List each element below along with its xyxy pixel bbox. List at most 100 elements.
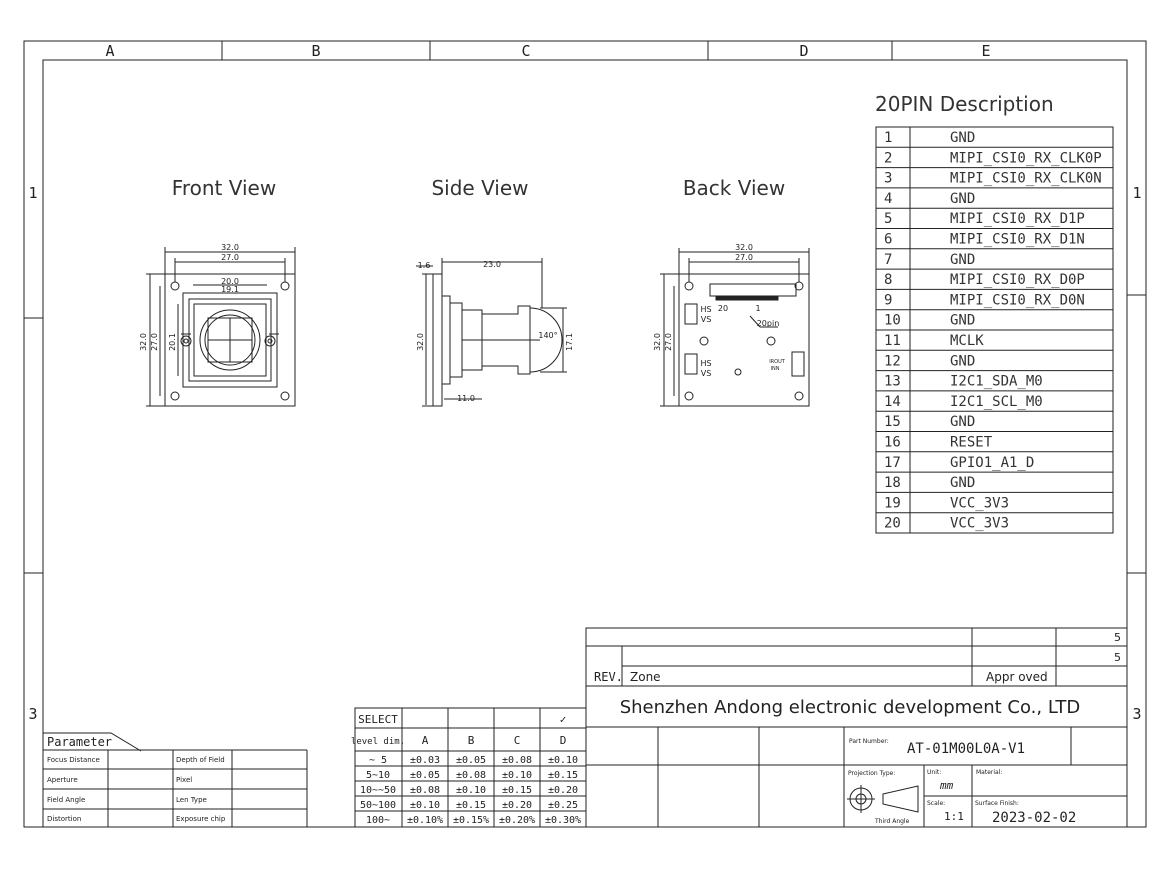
col-label-b: B [311, 42, 320, 60]
row-label-left-1: 1 [28, 184, 37, 202]
parameter-table [43, 732, 308, 827]
pin-number: 15 [884, 414, 901, 430]
side-view-drawing [416, 258, 567, 407]
surface-finish-label: Surface Finish: [975, 800, 1019, 807]
param-len-type: Len Type [176, 796, 207, 804]
pin-number: 14 [884, 394, 901, 410]
back-hs-label-2: HS [700, 359, 711, 368]
pin-number: 7 [884, 252, 892, 268]
tolerance-cell: ±0.20 [548, 785, 578, 796]
pin-number: 5 [884, 211, 892, 227]
pin-number: 2 [884, 150, 892, 166]
param-aperture: Aperture [47, 776, 78, 784]
back-dim-width-27: 27.0 [735, 253, 753, 262]
col-label-d: D [799, 42, 808, 60]
tolerance-cell: ±0.10 [410, 800, 440, 811]
front-dim-width-19: 19.1 [221, 285, 239, 294]
param-focus-distance: Focus Distance [47, 756, 100, 764]
tolerance-cell: ±0.20% [499, 815, 535, 826]
pin-number: 10 [884, 313, 901, 329]
back-pin-20-label: 20 [718, 304, 728, 313]
side-dim-11: 11.0 [457, 394, 475, 403]
tolerance-cell: 50~100 [360, 800, 396, 811]
row-label-left-3: 3 [28, 705, 37, 723]
tolerance-cell: 100~ [366, 815, 390, 826]
pin-name: MIPI_CSI0_RX_CLK0N [950, 171, 1102, 187]
pin-table-title: 20PIN Description [875, 92, 1054, 116]
pin-number: 6 [884, 232, 892, 248]
pin-name: I2C1_SDA_M0 [950, 374, 1043, 390]
pin-name: VCC_3V3 [950, 495, 1009, 511]
tolerance-cell: ±0.15 [548, 770, 578, 781]
pin-name: MIPI_CSI0_RX_D0P [950, 272, 1085, 288]
back-dim-width-32: 32.0 [735, 243, 753, 252]
title-block [585, 627, 1128, 828]
tolerance-check-mark: ✓ [560, 713, 567, 726]
company-name: Shenzhen Andong electronic development C… [620, 697, 1081, 718]
tolerance-cell: ±0.08 [502, 755, 532, 766]
back-vs-label-2: VS [701, 369, 712, 378]
pin-name: GND [950, 191, 975, 207]
col-label-a: A [105, 42, 114, 60]
tolerance-cell: ±0.10% [407, 815, 443, 826]
pin-number: 11 [884, 333, 901, 349]
rev-label: REV. [594, 670, 623, 684]
drawing-date: 2023-02-02 [992, 810, 1076, 826]
pin-name: GND [950, 475, 975, 491]
side-dim-32: 32.0 [416, 333, 425, 351]
tolerance-cell: ±0.20 [502, 800, 532, 811]
pin-number: 16 [884, 435, 901, 451]
front-dim-height-27: 27.0 [150, 333, 159, 351]
pin-number: 18 [884, 475, 901, 491]
tolerance-cell: ±0.03 [410, 755, 440, 766]
pin-name: GND [950, 414, 975, 430]
row-label-right-1: 1 [1132, 184, 1141, 202]
pin-number: 9 [884, 292, 892, 308]
side-dim-angle: 140° [538, 331, 557, 340]
tolerance-cell: ±0.15 [502, 785, 532, 796]
tolerance-cell: ±0.08 [456, 770, 486, 781]
back-view-title: Back View [683, 176, 785, 200]
pin-name: MIPI_CSI0_RX_CLK0P [950, 150, 1102, 166]
parameter-title: Parameter [47, 735, 112, 749]
part-number-label: Part Number: [849, 738, 889, 745]
back-20pin-label: 20pin [757, 319, 780, 328]
tolerance-column-header: level dim. [351, 737, 405, 747]
param-pixel: Pixel [176, 776, 192, 784]
pin-number: 17 [884, 455, 901, 471]
pin-number: 12 [884, 353, 901, 369]
rev-number-1: 5 [1114, 631, 1121, 644]
scale-value: 1:1 [944, 810, 964, 823]
back-irout-label: IROUT [769, 359, 786, 365]
tolerance-column-header: D [560, 734, 567, 747]
tolerance-cell: ±0.15 [456, 800, 486, 811]
front-dim-height-20: 20.1 [168, 333, 177, 351]
param-field-angle: Field Angle [47, 796, 85, 804]
row-label-right-3: 3 [1132, 705, 1141, 723]
part-number-value: AT-01M00L0A-V1 [907, 741, 1025, 757]
front-dim-height-32: 32.0 [139, 333, 148, 351]
pin-number: 3 [884, 171, 892, 187]
pin-name: VCC_3V3 [950, 516, 1009, 532]
scale-label: Scale: [927, 800, 945, 807]
unit-label: Unit: [927, 769, 941, 776]
pin-name: MIPI_CSI0_RX_D1N [950, 232, 1085, 248]
pin-name: GND [950, 130, 975, 146]
tolerance-cell: ±0.15% [453, 815, 489, 826]
tolerance-cell: ±0.08 [410, 785, 440, 796]
side-dim-23: 23.0 [483, 260, 501, 269]
col-label-c: C [521, 42, 530, 60]
pin-name: MIPI_CSI0_RX_D1P [950, 211, 1085, 227]
tolerance-cell: ±0.25 [548, 800, 578, 811]
tolerance-cell: ±0.10 [456, 785, 486, 796]
front-view-title: Front View [172, 176, 276, 200]
side-dim-1-6: 1.6 [418, 261, 431, 270]
front-dim-width-20: 20.0 [221, 277, 239, 286]
tolerance-column-header: C [514, 734, 521, 747]
pin-number: 19 [884, 495, 901, 511]
unit-value: mm [939, 779, 954, 792]
param-depth-of-field: Depth of Field [176, 756, 225, 764]
tolerance-cell: ~ 5 [369, 755, 387, 766]
